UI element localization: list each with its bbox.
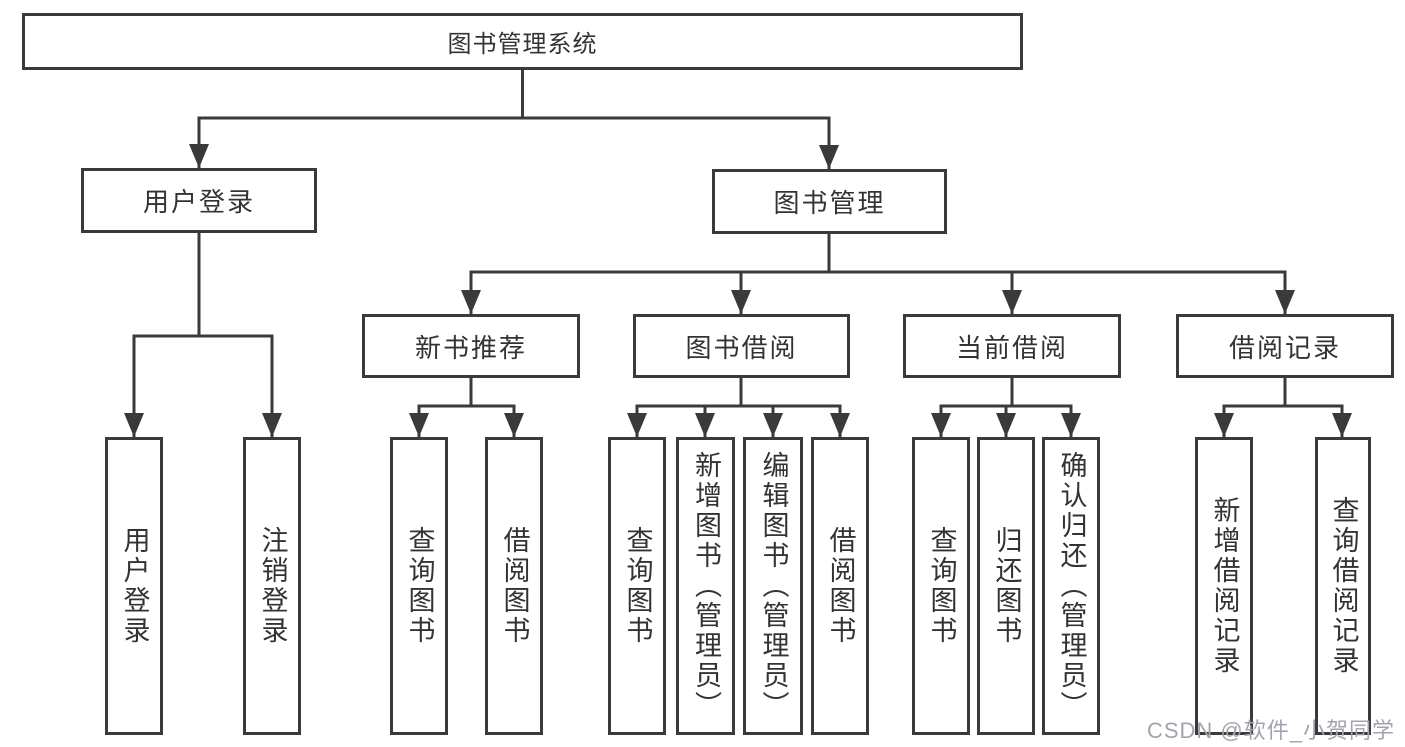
leaf-query-books-current-label: 查询图书 [926,526,957,646]
node-root: 图书管理系统 [22,13,1023,70]
node-root-label: 图书管理系统 [447,31,598,58]
leaf-query-borrow-record-label: 查询借阅记录 [1328,496,1359,676]
leaf-query-books-recommend-label: 查询图书 [404,526,435,646]
leaf-query-books-recommend: 查询图书 [390,437,448,735]
node-borrowing-records-label: 借阅记录 [1228,332,1341,363]
leaf-edit-books-admin-label: 编辑图书（管理员） [758,451,789,721]
leaf-logout: 注销登录 [243,437,301,735]
node-new-book-recommend-label: 新书推荐 [414,332,527,363]
leaf-borrow-books-recommend: 借阅图书 [485,437,543,735]
leaf-edit-books-admin: 编辑图书（管理员） [743,437,803,735]
node-book-management: 图书管理 [712,169,947,234]
node-current-borrowing: 当前借阅 [903,314,1121,378]
node-user-login: 用户登录 [81,168,317,233]
leaf-confirm-return-admin-label: 确认归还（管理员） [1056,451,1087,721]
leaf-query-books-borrowing: 查询图书 [608,437,666,735]
leaf-logout-label: 注销登录 [257,526,288,646]
leaf-query-borrow-record: 查询借阅记录 [1315,437,1371,735]
node-new-book-recommend: 新书推荐 [362,314,580,378]
leaf-add-books-admin: 新增图书（管理员） [676,437,735,735]
leaf-user-login: 用户登录 [105,437,163,735]
node-book-management-label: 图书管理 [773,188,886,218]
leaf-query-books-current: 查询图书 [912,437,970,735]
node-book-borrowing-label: 图书借阅 [685,332,798,363]
leaf-add-borrow-record-label: 新增借阅记录 [1209,496,1240,676]
leaf-add-borrow-record: 新增借阅记录 [1195,437,1253,735]
csdn-watermark: CSDN @软件_小贺同学 [1146,718,1395,743]
node-book-borrowing: 图书借阅 [633,314,850,378]
leaf-borrow-books-borrowing-label: 借阅图书 [825,526,856,646]
leaf-user-login-label: 用户登录 [119,526,150,646]
node-borrowing-records: 借阅记录 [1176,314,1394,378]
leaf-query-books-borrowing-label: 查询图书 [622,526,653,646]
leaf-borrow-books-recommend-label: 借阅图书 [499,526,530,646]
leaf-add-books-admin-label: 新增图书（管理员） [691,451,721,721]
leaf-return-books: 归还图书 [977,437,1035,735]
leaf-return-books-label: 归还图书 [991,526,1022,646]
node-user-login-label: 用户登录 [142,187,255,217]
leaf-borrow-books-borrowing: 借阅图书 [811,437,869,735]
node-current-borrowing-label: 当前借阅 [955,332,1068,363]
leaf-confirm-return-admin: 确认归还（管理员） [1042,437,1100,735]
